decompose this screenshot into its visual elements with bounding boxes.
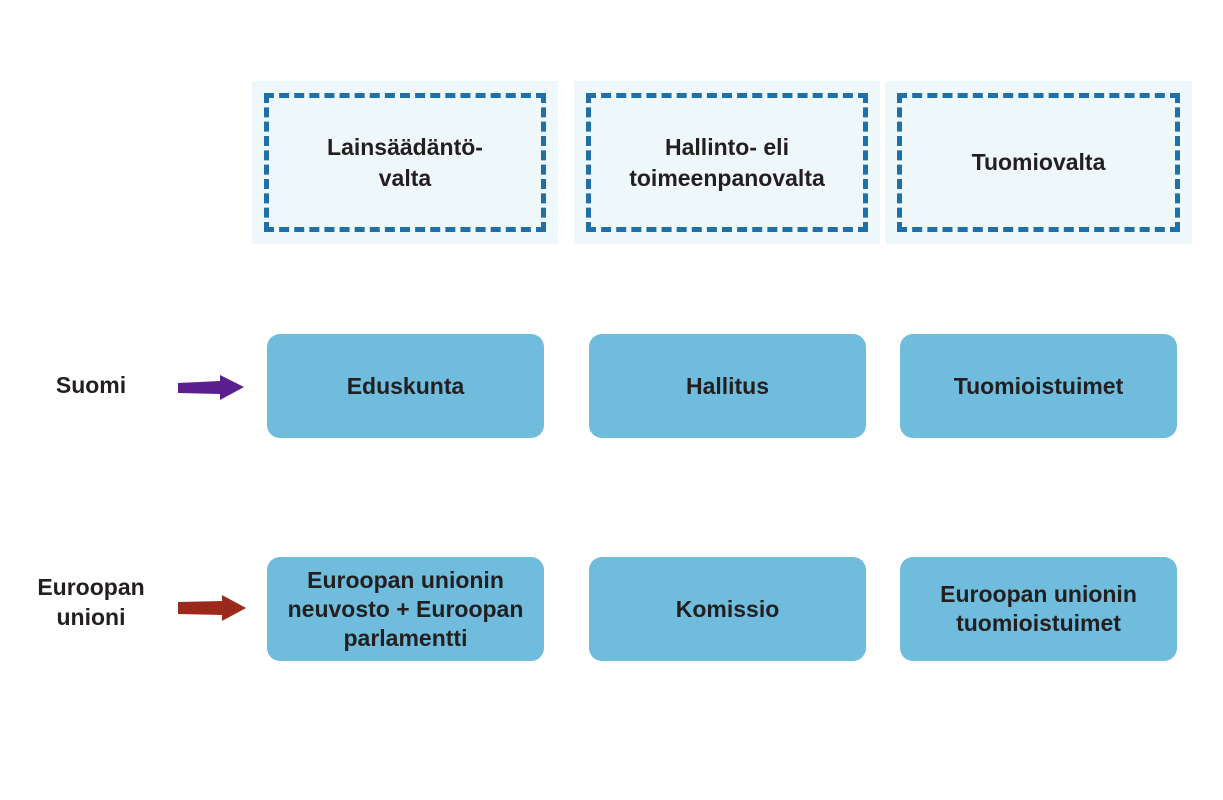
box-finland-executive-label: Hallitus	[685, 372, 770, 399]
header-legislative: Lainsäädäntö- valta	[252, 81, 558, 244]
header-judicial-frame: Tuomiovalta	[897, 93, 1180, 232]
box-eu-executive: Komissio	[589, 557, 866, 661]
header-judicial-label: Tuomiovalta	[971, 149, 1106, 175]
box-eu-executive-label: Komissio	[675, 595, 780, 622]
box-finland-judicial-label: Tuomioistuimet	[953, 372, 1124, 399]
header-executive: Hallinto- eli toimeenpanovalta	[574, 81, 880, 244]
box-eu-judicial: Euroopan unionin tuomioistuimet	[900, 557, 1177, 661]
finland-arrow-shape	[178, 375, 244, 400]
row-label-eu: Euroopan unioni	[37, 574, 145, 630]
box-finland-executive: Hallitus	[589, 334, 866, 438]
eu-arrow-shape	[178, 595, 246, 621]
box-eu-legislative-label: Euroopan unionin neuvosto + Euroopan par…	[287, 566, 524, 651]
header-judicial: Tuomiovalta	[885, 81, 1192, 244]
row-label-finland: Suomi	[55, 372, 127, 398]
header-legislative-label: Lainsäädäntö- valta	[327, 133, 483, 191]
box-eu-judicial-label: Euroopan unionin tuomioistuimet	[940, 581, 1137, 636]
finland-arrow-icon	[178, 375, 244, 400]
eu-arrow-icon	[178, 595, 246, 621]
header-executive-frame: Hallinto- eli toimeenpanovalta	[586, 93, 868, 232]
header-executive-label: Hallinto- eli toimeenpanovalta	[629, 133, 825, 191]
box-finland-legislative-label: Eduskunta	[346, 372, 465, 399]
header-legislative-frame: Lainsäädäntö- valta	[264, 93, 546, 232]
box-finland-legislative: Eduskunta	[267, 334, 544, 438]
box-eu-legislative: Euroopan unionin neuvosto + Euroopan par…	[267, 557, 544, 661]
box-finland-judicial: Tuomioistuimet	[900, 334, 1177, 438]
